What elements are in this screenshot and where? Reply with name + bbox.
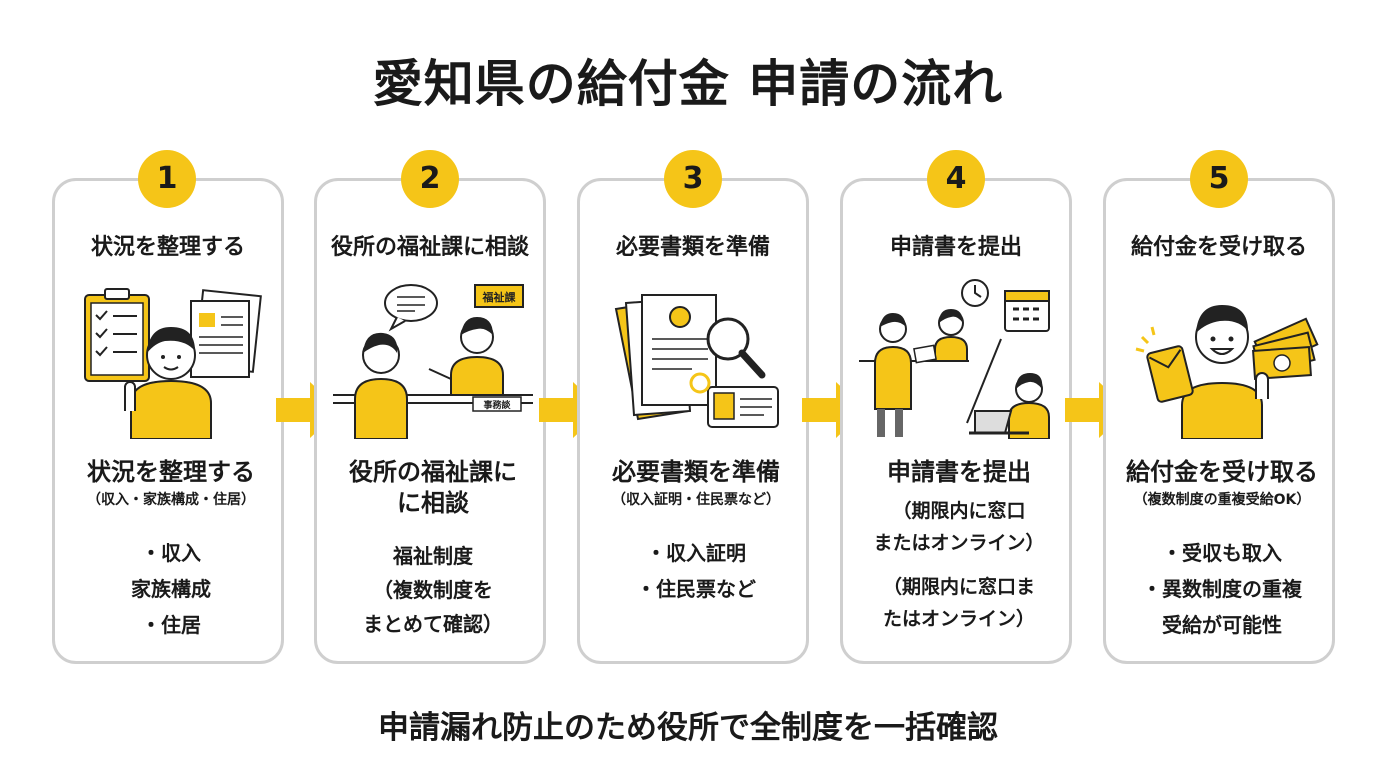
step-card-4: 申請書を提出 申請書を提出 （期限内に窓口 またはオンライン） （期限内に窓口ま… [840, 178, 1072, 664]
step-details: ・受収も取入 ・異数制度の重複 受給が可能性 [1112, 535, 1332, 643]
page-title: 愛知県の給付金 申請の流れ [372, 55, 1004, 113]
step-details: （期限内に窓口 またはオンライン） （期限内に窓口ま たはオンライン） [849, 495, 1069, 635]
detail-line: （期限内に窓口 [892, 500, 1026, 522]
step-heading: 状況を整理する （収入・家族構成・住居） [61, 457, 281, 510]
step-number-badge-4: 4 [927, 150, 985, 208]
step-heading: 役所の福祉課に に相談 [323, 457, 543, 519]
office-consultation-icon: 福祉課 事務談 [333, 284, 533, 439]
step-title: 給付金を受け取る [1130, 235, 1307, 260]
step-heading-text: 必要書類を準備 [612, 458, 780, 486]
step-card-3: 必要書類を準備 必要書類を準備 （収入証明・住民票など） ・収入証明 ・住民票な… [577, 178, 809, 664]
step-title: 必要書類を準備 [615, 235, 770, 260]
step-heading: 給付金を受け取る （複数制度の重複受給OK） [1112, 457, 1332, 510]
detail-line: まとめて確認） [363, 612, 503, 636]
sign-label: 福祉課 [482, 290, 517, 304]
step-heading-text: 状況を整理する [87, 458, 255, 486]
step-number-badge-1: 1 [138, 150, 196, 208]
checklist-person-icon [84, 288, 262, 439]
step-heading: 申請書を提出 [849, 457, 1069, 488]
detail-line: またはオンライン） [873, 532, 1045, 554]
step-card-2: 役所の福祉課に相談 福祉課 事務談 役所の福祉課に に相談 福祉制度 （複数制度… [314, 178, 546, 664]
step-sub: （収入・家族構成・住居） [87, 492, 255, 508]
step-title: 役所の福祉課に相談 [330, 235, 529, 260]
desk-label: 事務談 [483, 399, 511, 411]
step-number-badge-2: 2 [401, 150, 459, 208]
detail-line: ・収入 [141, 541, 201, 565]
step-heading-text: 申請書を提出 [887, 458, 1031, 486]
detail-line: ・住居 [141, 613, 201, 637]
detail-line: ・収入証明 [646, 541, 746, 565]
step-card-5: 給付金を受け取る 給付金を受け取る （複数制度の重複受給OK） ・受収も取入 ・… [1103, 178, 1335, 664]
step-card-1: 状況を整理する 状況を整理する （収入・家族構成・住居） ・収入 家族構成 ・住… [52, 178, 284, 664]
step-number-badge-5: 5 [1190, 150, 1248, 208]
receive-money-icon [1135, 305, 1319, 439]
detail-line: （期限内に窓口ま [882, 576, 1035, 598]
step-number-badge-3: 3 [664, 150, 722, 208]
detail-line: 家族構成 [131, 577, 211, 601]
detail-line: ・異数制度の重複 [1142, 577, 1302, 601]
step-heading-text: 役所の福祉課に に相談 [349, 458, 517, 517]
step-details: ・収入 家族構成 ・住居 [61, 535, 281, 643]
step-details: ・収入証明 ・住民票など [586, 535, 806, 607]
detail-line: ・住民票など [636, 577, 756, 601]
step-title: 申請書を提出 [889, 235, 1022, 260]
step-sub: （複数制度の重複受給OK） [1133, 492, 1311, 508]
step-heading: 必要書類を準備 （収入証明・住民票など） [586, 457, 806, 510]
detail-line: たはオンライン） [882, 608, 1035, 630]
detail-line: ・受収も取入 [1162, 541, 1282, 565]
step-title: 状況を整理する [90, 235, 245, 260]
submit-application-icon [859, 279, 1050, 439]
documents-magnifier-icon [614, 294, 779, 428]
step-sub: （収入証明・住民票など） [612, 492, 780, 508]
detail-line: （複数制度を [373, 578, 493, 602]
detail-line: 受給が可能性 [1162, 613, 1282, 637]
footer-note: 申請漏れ防止のため役所で全制度を一括確認 [378, 710, 998, 746]
step-details: 福祉制度 （複数制度を まとめて確認） [323, 539, 543, 641]
detail-line: 福祉制度 [393, 544, 473, 568]
step-heading-text: 給付金を受け取る [1126, 458, 1318, 486]
